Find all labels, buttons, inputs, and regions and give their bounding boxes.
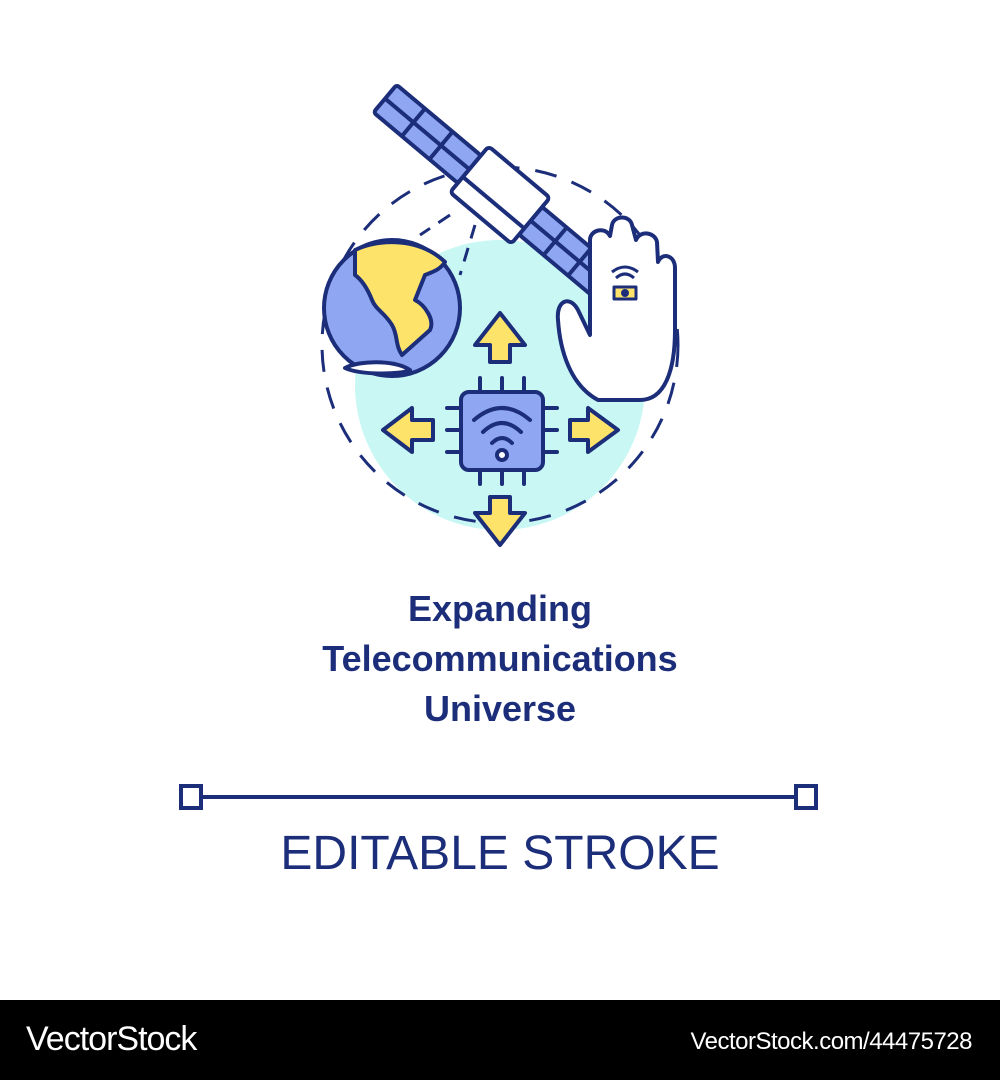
- title-line-3: Universe: [423, 688, 577, 729]
- editable-stroke-line: [179, 784, 818, 810]
- arrow-left-icon: [381, 406, 435, 454]
- wifi-chip-icon: [445, 376, 559, 486]
- concept-illustration: [179, 84, 818, 810]
- editable-stroke-caption: EDITABLE STROKE: [280, 827, 720, 880]
- arrow-up-icon: [473, 311, 527, 364]
- title-line-2: Telecommunications: [322, 638, 678, 679]
- hand-with-ring-icon: [555, 215, 677, 402]
- image-url: VectorStock.com/44475728: [690, 1028, 972, 1055]
- globe-icon: [322, 238, 462, 378]
- watermark-footer: VectorStock VectorStock.com/44475728: [0, 1000, 1000, 1080]
- title-line-1: Expanding: [407, 588, 592, 629]
- arrow-right-icon: [568, 406, 620, 454]
- arrow-down-icon: [473, 495, 527, 547]
- brand-logo: VectorStock: [26, 1020, 197, 1058]
- arrows: [381, 311, 620, 547]
